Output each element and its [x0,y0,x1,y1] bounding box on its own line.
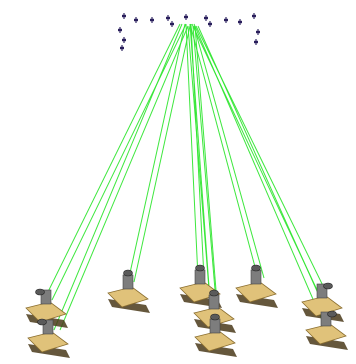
tracking-marker [252,13,256,19]
camera-lens [123,269,133,277]
sight-line [53,23,183,331]
camera-lens [37,318,47,326]
tracking-marker [204,15,208,21]
camera-body [208,294,220,310]
camera-sight-lines [43,23,331,331]
tracking-marker [122,37,126,43]
camera-lens [251,264,261,272]
tracking-marker [150,17,154,23]
camera-lens [209,289,219,297]
sight-line [133,25,191,283]
tracking-marker [120,45,124,51]
camera-body [194,269,206,285]
tracking-marker [254,39,258,45]
sight-line [193,25,265,279]
camera-rig-7 [235,264,278,308]
sight-line [59,25,189,331]
marker-cluster [118,13,260,51]
tracking-marker [134,17,138,23]
camera-body [122,274,134,290]
sight-line [193,23,323,321]
tracking-marker [118,27,122,33]
sight-line [185,23,199,279]
sight-line [189,23,259,279]
camera-body [40,289,52,305]
sight-line [51,23,187,301]
camera-lens [35,288,45,296]
sight-line [43,23,181,301]
camera-rig-9 [305,310,348,350]
camera-body [209,318,221,334]
tracking-marker [238,19,242,25]
tracking-marker [224,17,228,23]
tracking-marker [122,13,126,19]
camera-body [250,269,262,285]
sight-line [189,23,213,329]
sight-line [127,23,186,283]
tracking-marker [256,29,260,35]
camera-rig-3 [107,269,150,313]
camera-body [42,319,54,335]
camera-lens [210,313,220,321]
sight-line [197,25,331,321]
tracking-marker [184,14,188,20]
tracking-marker [170,21,174,27]
camera-rig-6 [194,313,237,357]
camera-body [320,311,332,327]
camera-lens [195,264,205,272]
camera-lens [323,282,333,290]
sight-line [192,25,217,303]
camera-body [316,283,328,299]
camera-lens [327,310,337,318]
tracking-marker [208,21,212,27]
camera-rigs [25,264,348,358]
tracking-marker [166,15,170,21]
camera-rig-2 [27,318,70,358]
sight-line [194,25,220,329]
